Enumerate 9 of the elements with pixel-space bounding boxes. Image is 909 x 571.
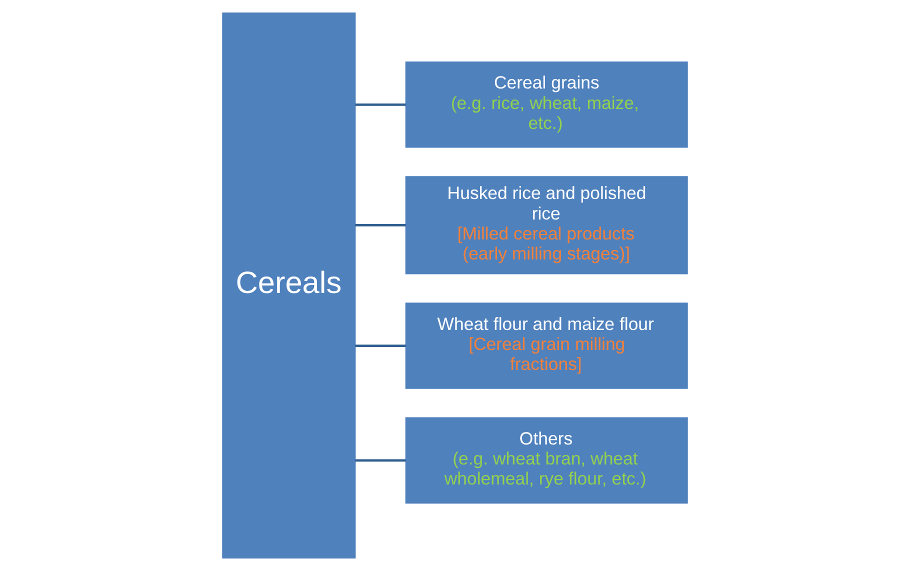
connector [354, 459, 406, 462]
node-box: Others (e.g. wheat bran, wheat wholemeal, rye flour, etc.) [404, 417, 688, 504]
connector [354, 103, 406, 106]
connector [354, 344, 406, 347]
node-box: Cereals [222, 12, 356, 559]
node-box: Wheat flour and maize flour [Cereal grain milling fractions] [404, 302, 688, 389]
connector [354, 224, 406, 226]
node-box: Cereal grains (e.g. rice, wheat, maize, etc.) [404, 62, 688, 148]
node-box: Husked rice and polished rice [Milled cereal products (early milling stages)] [404, 176, 688, 274]
